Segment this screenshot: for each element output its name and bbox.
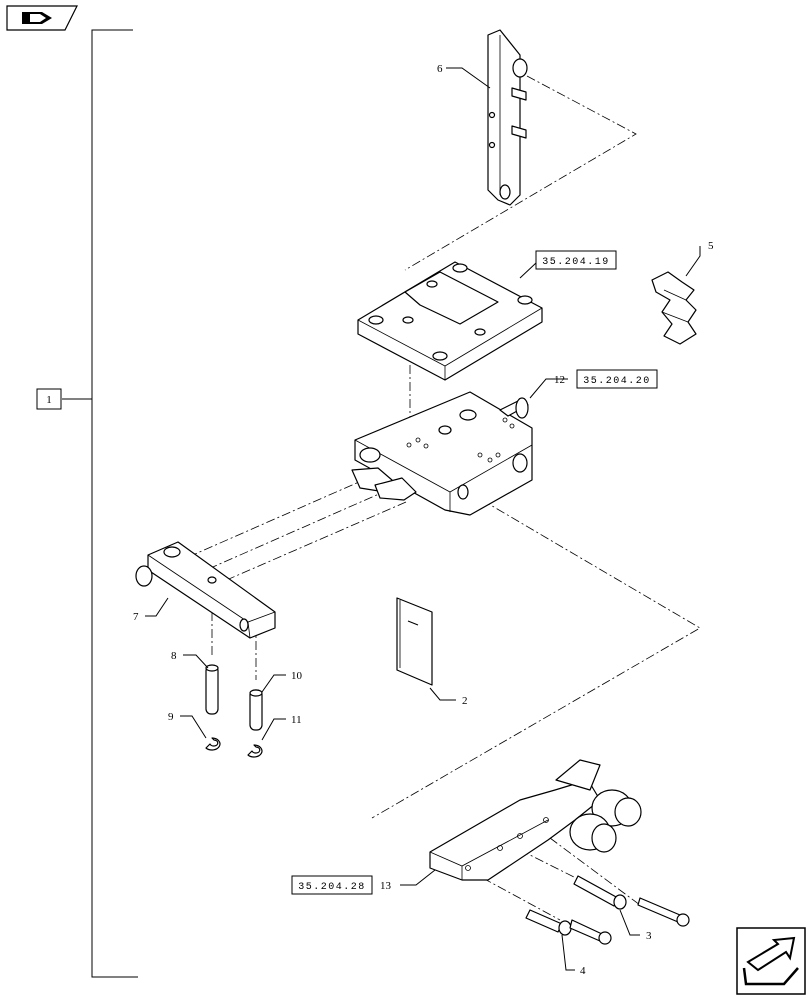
cover-plate-part: [357, 261, 543, 381]
callout-3: 3: [646, 930, 652, 942]
callout-13: 13: [380, 880, 392, 892]
cover-reference-label: 35.204.19: [542, 257, 610, 268]
callout-2: 2: [462, 695, 468, 707]
lever-arm-part: [135, 541, 276, 639]
coupler-reference-label: 35.204.28: [298, 882, 366, 893]
callout-4: 4: [580, 965, 586, 977]
quick-coupler-part: [429, 759, 642, 881]
pin-part-8: [205, 664, 219, 715]
valve-reference[interactable]: 35.204.20: [576, 369, 658, 389]
spring-clip-part: [651, 271, 697, 345]
decal-sheet-part: [396, 597, 433, 686]
valve-reference-label: 35.204.20: [583, 376, 651, 387]
callout-12: 12: [554, 374, 565, 386]
screw-part-4: [525, 909, 572, 936]
callout-11: 11: [291, 714, 302, 726]
callout-10: 10: [291, 670, 303, 682]
next-page-icon[interactable]: [736, 927, 806, 995]
callout-9: 9: [168, 711, 174, 723]
callout-leaders: [145, 67, 701, 971]
group-label: 1: [46, 394, 52, 406]
snap-ring-part-11: [247, 744, 263, 758]
control-valve-part: [351, 391, 533, 516]
group-bracket: [62, 29, 138, 978]
snap-ring-part-9: [205, 737, 221, 751]
washer-part: [569, 897, 690, 945]
cover-reference[interactable]: 35.204.19: [535, 250, 617, 270]
group-label-box: 1: [36, 388, 62, 410]
previous-page-icon[interactable]: [6, 5, 78, 31]
callout-8: 8: [171, 650, 177, 662]
lever-link-part: [487, 29, 528, 206]
callout-6: 6: [437, 63, 443, 75]
callout-5: 5: [708, 240, 714, 252]
callout-7: 7: [133, 611, 139, 623]
screw-part-3: [573, 875, 627, 910]
coupler-reference[interactable]: 35.204.28: [291, 875, 373, 895]
pin-part-10: [249, 689, 263, 731]
